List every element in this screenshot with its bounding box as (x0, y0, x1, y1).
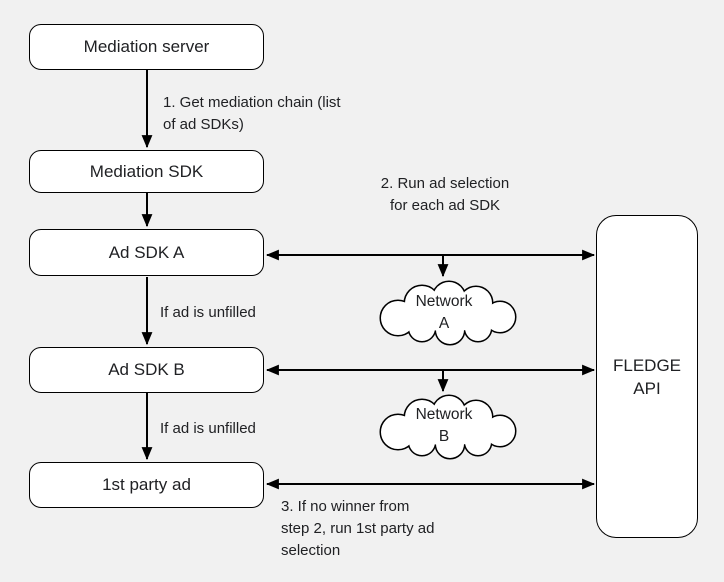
fledge-api-label-line2: API (633, 378, 661, 398)
ad-sdk-b-node: Ad SDK B (29, 347, 264, 393)
mediation-server-node: Mediation server (29, 24, 264, 70)
unfilled-a-annotation: If ad is unfilled (160, 304, 256, 321)
network-a-line1: Network (415, 293, 473, 310)
mediation-sdk-label: Mediation SDK (89, 161, 204, 181)
mediation-server-label: Mediation server (83, 37, 210, 56)
network-b-line1: Network (415, 406, 473, 423)
step1-annotation: 1. Get mediation chain (list of ad SDKs) (163, 92, 341, 136)
fledge-api-node: FLEDGE API (596, 215, 698, 538)
network-b-label: Network B (372, 404, 516, 448)
ad-sdk-b-label: Ad SDK B (108, 360, 185, 379)
step1-line2: of ad SDKs) (163, 116, 244, 133)
step3-line3: selection (281, 542, 341, 559)
step2-annotation: 2. Run ad selection for each ad SDK (370, 173, 520, 217)
first-party-ad-node: 1st party ad (29, 462, 264, 508)
step3-line1: 3. If no winner from (281, 498, 410, 515)
step3-line2: step 2, run 1st party ad (281, 520, 435, 537)
network-a-line2: A (438, 315, 450, 332)
first-party-ad-label: 1st party ad (102, 475, 191, 494)
ad-sdk-a-label: Ad SDK A (108, 242, 185, 262)
mediation-sdk-node: Mediation SDK (29, 150, 264, 193)
network-b-line2: B (438, 428, 450, 445)
ad-sdk-a-node: Ad SDK A (29, 229, 264, 276)
network-a-label: Network A (372, 291, 516, 335)
step3-annotation: 3. If no winner from step 2, run 1st par… (281, 496, 434, 562)
step2-line2: for each ad SDK (389, 197, 501, 214)
step1-line1: 1. Get mediation chain (list (163, 94, 341, 111)
unfilled-b-annotation: If ad is unfilled (160, 420, 256, 437)
fledge-api-label-line1: FLEDGE (612, 355, 682, 375)
step2-line1: 2. Run ad selection (380, 175, 510, 192)
